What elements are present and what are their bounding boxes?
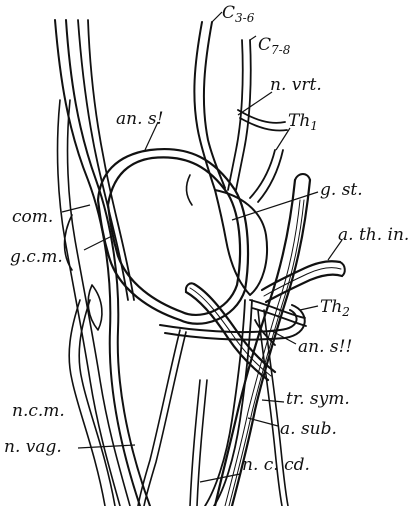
internal-thoracic-artery (262, 261, 345, 302)
label-a-sub: a. sub. (280, 419, 337, 439)
label-n-c-cd: n. c. cd. (242, 455, 310, 475)
left-nerve-bundle (55, 20, 150, 506)
label-n-vrt: n. vrt. (270, 75, 322, 95)
label-n-c-m: n.c.m. (12, 401, 65, 421)
label-an-s1: an. s! (116, 109, 163, 129)
label-an-s2: an. s!! (298, 337, 352, 357)
label-th1: Th1 (288, 111, 318, 133)
label-th2: Th2 (320, 297, 350, 319)
label-g-st: g. st. (320, 180, 363, 200)
label-g-c-m: g.c.m. (10, 247, 63, 267)
label-tr-sym: tr. sym. (286, 389, 350, 409)
label-a-th-in: a. th. in. (338, 225, 409, 245)
label-c3-6: C3-6 (222, 3, 255, 25)
label-c7-8: C7-8 (258, 35, 291, 57)
label-n-vag: n. vag. (4, 437, 62, 457)
label-com: com. (12, 207, 53, 227)
